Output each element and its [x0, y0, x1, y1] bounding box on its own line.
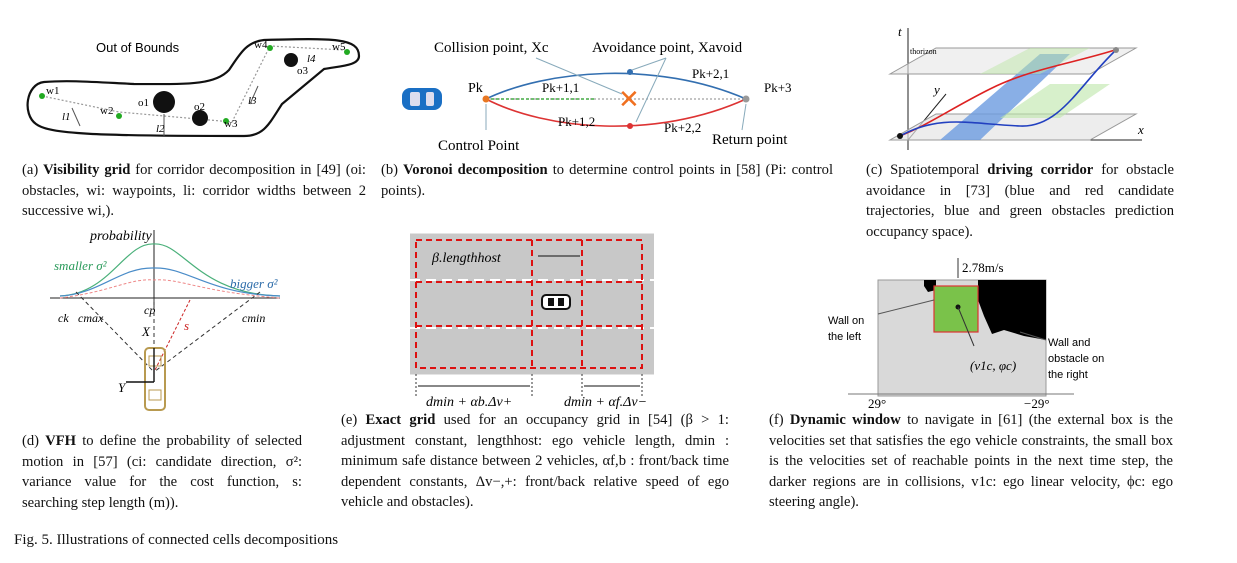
- cmin-label: cmin: [242, 311, 265, 325]
- l2-label: l2: [156, 123, 165, 135]
- l3-label: l3: [248, 95, 257, 107]
- x-axis-label: x: [1137, 122, 1144, 137]
- o1-label: o1: [138, 97, 149, 109]
- speed-label: 2.78m/s: [962, 260, 1004, 275]
- red-trajectory: [485, 98, 747, 127]
- pk21-label: Pk+2,1: [692, 66, 729, 81]
- right-angle-label: −29°: [1024, 396, 1050, 410]
- out-of-bounds-label: Out of Bounds: [96, 40, 180, 55]
- pk3-label: Pk+3: [764, 80, 792, 95]
- w1-label: w1: [46, 85, 59, 97]
- waypoint-w2: [116, 113, 122, 119]
- caption-f: (f) Dynamic window to navigate in [61] (…: [769, 412, 1174, 510]
- caption-b: (b) Voronoi decomposition to determine c…: [381, 162, 833, 199]
- corridor-boundary: [26, 38, 361, 138]
- blue-trajectory: [485, 72, 747, 100]
- point-label: (v1c, φc): [970, 358, 1016, 373]
- obstacle-o2: [192, 110, 208, 126]
- obstacle-o1: [153, 91, 175, 113]
- w2-label: w2: [100, 105, 113, 117]
- caption-a: (a) Visibility grid for corridor decompo…: [22, 162, 366, 219]
- y-axis-label: y: [932, 82, 940, 97]
- probability-label: probability: [89, 229, 152, 244]
- cp-label: cp: [144, 303, 155, 317]
- waypoint-w3: [223, 118, 229, 124]
- control-point-label: Control Point: [438, 138, 520, 154]
- caption-c: (c) Spatiotemporal driving corridor for …: [866, 162, 1174, 240]
- wall-left-line1: Wall on: [828, 315, 864, 327]
- return-point-label: Return point: [712, 132, 788, 148]
- smaller-sigma-label: smaller σ²: [54, 258, 108, 273]
- caption-d: (d) VFH to define the probability of sel…: [22, 433, 302, 511]
- wall-left-line2: the left: [828, 331, 861, 343]
- dmin-back-label: dmin + αb.Δv+: [426, 395, 512, 410]
- waypoint-w1: [39, 93, 45, 99]
- wall-right-line2: obstacle on: [1048, 353, 1104, 365]
- bigger-sigma-curve: [59, 267, 281, 297]
- figure-caption: Fig. 5. Illustrations of connected cells…: [14, 532, 339, 548]
- y-label: Y: [118, 380, 127, 395]
- w5-label: w5: [332, 41, 346, 53]
- voronoi-decomposition-diagram: Collision point, Xc Avoidance point, Xav…: [402, 40, 792, 154]
- host-vehicle-icon: [541, 294, 571, 310]
- pk11-label: Pk+1,1: [542, 80, 579, 95]
- w4-label: w4: [254, 39, 268, 51]
- vfh-diagram: probability smaller σ² bigger σ² ck cmax…: [50, 229, 281, 411]
- right-wall-region: [978, 280, 1046, 340]
- ego-car-icon: [402, 88, 442, 110]
- smaller-sigma-curve: [59, 243, 281, 297]
- green-occupancy: [1000, 84, 1110, 118]
- driving-corridor-diagram: t x y thorizon: [888, 24, 1144, 150]
- w3-label: w3: [224, 118, 238, 130]
- horizon-label: thorizon: [910, 47, 937, 56]
- cmax-label: cmax: [78, 311, 104, 325]
- left-angle-label: 29°: [868, 396, 886, 410]
- collision-point-label: Collision point, Xc: [434, 40, 549, 56]
- blue-occupancy: [940, 54, 1070, 140]
- obstacle-o3: [284, 53, 298, 67]
- avoidance-point-label: Avoidance point, Xavoid: [592, 40, 743, 56]
- l1-label: l1: [62, 111, 71, 123]
- waypoint-w4: [267, 45, 273, 51]
- caption-e: (e) Exact grid used for an occupancy gri…: [341, 412, 729, 510]
- left-wall-region: [924, 280, 936, 292]
- pk12-label: Pk+1,2: [558, 114, 595, 129]
- reachable-window: [933, 285, 979, 333]
- exact-grid-diagram: β.lengthhost dmin + αb.Δv+ dmin + αf.Δv−: [410, 230, 654, 410]
- pk-label: Pk: [468, 81, 483, 96]
- bigger-sigma-label: bigger σ²: [230, 276, 279, 291]
- blue-candidate: [899, 49, 1117, 137]
- o2-label: o2: [194, 101, 205, 113]
- l4-label: l4: [307, 53, 316, 65]
- dynamic-window-diagram: 2.78m/s (v1c, φc) Wall on the left Wall …: [828, 258, 1104, 410]
- wall-right-line1: Wall and: [1048, 337, 1090, 349]
- waypoint-path: [41, 45, 345, 123]
- ck-label: ck: [58, 311, 69, 325]
- s-label: s: [184, 318, 189, 333]
- collision-x-icon: ✕: [618, 85, 640, 114]
- t-axis-label: t: [898, 24, 902, 39]
- ego-vehicle-icon: [144, 347, 166, 411]
- length-host-label: β.lengthhost: [431, 251, 502, 266]
- wall-right-line3: the right: [1048, 369, 1088, 381]
- red-candidate: [899, 49, 1116, 137]
- pk22-label: Pk+2,2: [664, 120, 701, 135]
- o3-label: o3: [297, 65, 309, 77]
- waypoint-w5: [344, 49, 350, 55]
- x-label: X: [141, 324, 151, 339]
- visibility-grid-diagram: Out of Bounds w1 w2 w3 w4 w5 o1 o2 o3 l1…: [26, 38, 361, 138]
- dmin-front-label: dmin + αf.Δv−: [564, 395, 647, 410]
